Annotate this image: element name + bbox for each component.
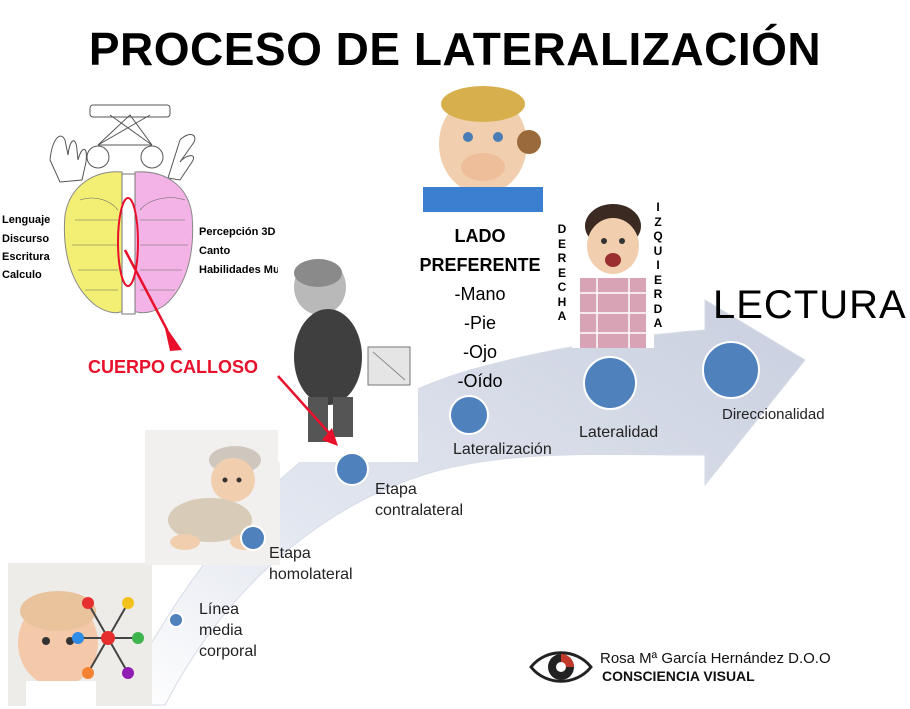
preferred-side-item: -Ojo <box>462 342 497 362</box>
stage-label-2: Etapa homolateral <box>269 545 353 583</box>
corpus-callosum <box>121 173 136 315</box>
brain-diagram <box>49 104 196 330</box>
stage-label-3: Etapa contralateral <box>375 481 464 519</box>
left-hemisphere <box>63 171 123 314</box>
toddler-red-arrow <box>277 375 338 446</box>
vertical-letter: A <box>653 316 663 330</box>
vertical-letter: E <box>557 265 566 280</box>
stage-label-4: Lateralización <box>453 441 552 458</box>
stage-label-5: Lateralidad <box>579 424 659 441</box>
callosum-arrowhead <box>164 324 182 351</box>
vertical-letter: C <box>557 280 567 294</box>
vertical-letter: E <box>557 236 566 251</box>
callosum-label: CUERPO CALLOSO <box>88 357 259 377</box>
stage-node-2 <box>240 525 266 551</box>
brand-name: CONSCIENCIA VISUAL <box>602 668 755 684</box>
vertical-letter: D <box>557 222 567 236</box>
surprised-boy-photo <box>572 198 654 348</box>
preferred-side-item: -Oído <box>457 371 503 391</box>
vertical-letter: D <box>653 301 663 316</box>
brain-right-label-1: Percepción 3D <box>199 226 276 238</box>
boy-listening-photo <box>413 82 553 212</box>
preferred-side-item: -Pie <box>463 313 496 333</box>
stage-node-3 <box>335 452 369 486</box>
right-hemisphere <box>134 171 194 314</box>
baby-toy-photo <box>8 563 152 706</box>
stage-node-5 <box>583 356 637 410</box>
lectura-label: LECTURA <box>713 283 907 327</box>
vertical-letter: R <box>557 251 567 265</box>
vertical-letter: A <box>557 309 567 323</box>
vertical-letter: U <box>653 243 663 258</box>
preferred-side-item: -Mano <box>454 284 506 304</box>
stage-node-4 <box>449 395 489 435</box>
eye-logo-icon <box>529 651 593 683</box>
page-title: PROCESO DE LATERALIZACIÓN <box>88 23 822 75</box>
toddler-walking-photo <box>278 247 418 462</box>
vertical-letter: R <box>653 287 663 301</box>
vertical-letter: Q <box>653 229 663 243</box>
stage-node-6 <box>702 341 760 399</box>
vertical-letter: I <box>656 258 660 272</box>
vertical-letter: I <box>656 200 660 214</box>
brain-left-label-3: Escritura <box>2 251 50 263</box>
brain-right-label-3: Habilidades Mus <box>199 264 286 276</box>
author-name: Rosa Mª García Hernández D.O.O <box>600 650 831 667</box>
brain-left-label-4: Calculo <box>2 269 42 281</box>
vertical-letter: Z <box>654 214 662 229</box>
vertical-letter: E <box>653 272 662 287</box>
vertical-letter: H <box>557 294 567 309</box>
stage-label-1: Línea media corporal <box>199 601 257 660</box>
arrow-shape <box>117 299 806 706</box>
brain-right-label-2: Canto <box>199 245 231 257</box>
brain-left-label-2: Discurso <box>2 233 50 245</box>
preferred-side-heading: LADO PREFERENTE <box>419 226 541 275</box>
stage-label-6: Direccionalidad <box>722 406 825 423</box>
brain-left-label-1: Lenguaje <box>2 214 51 226</box>
preferred-side-block: LADO PREFERENTE -Mano -Pie -Ojo -Oído <box>412 222 548 396</box>
stage-node-1 <box>168 612 184 628</box>
